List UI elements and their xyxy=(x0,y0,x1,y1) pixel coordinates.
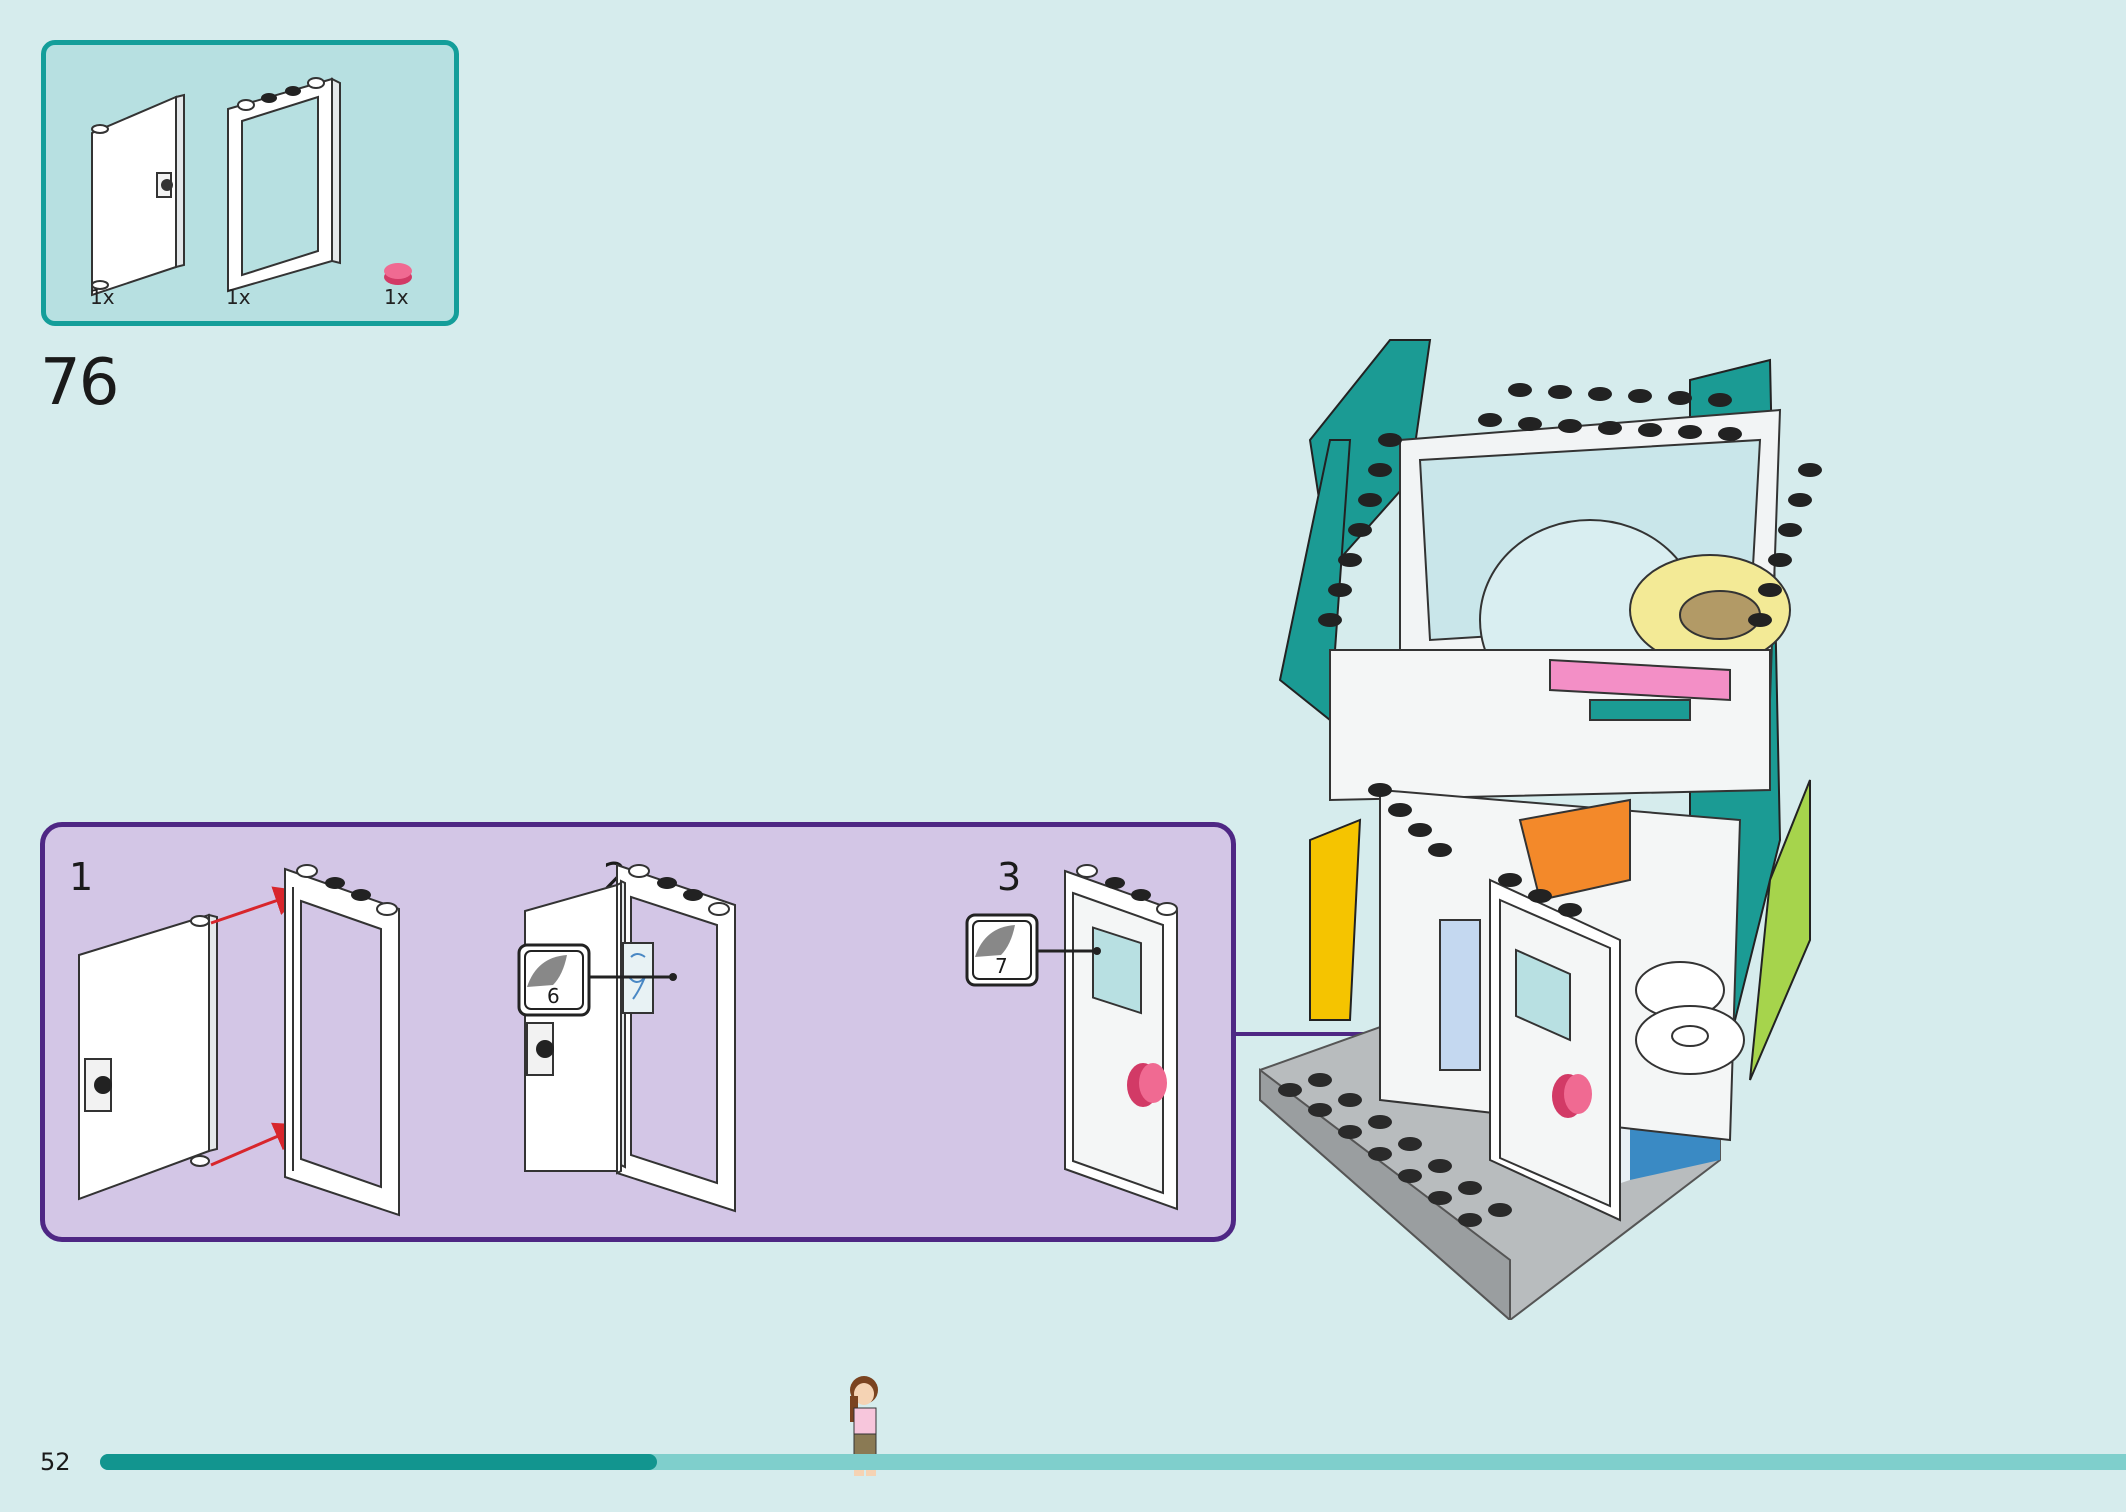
pink-tile-part xyxy=(384,263,412,285)
parts-illustration xyxy=(91,77,412,297)
substep-number-1: 1 xyxy=(69,855,94,899)
page-number: 52 xyxy=(40,1448,71,1476)
substep-number-3: 3 xyxy=(997,855,1022,899)
part-qty-door: 1x xyxy=(90,285,115,309)
progress-fill xyxy=(100,1454,658,1470)
sticker-callout-6: 6 xyxy=(517,943,677,1017)
substep-panel: 1 2 3 xyxy=(40,822,1236,1242)
door-frame-part xyxy=(227,77,341,293)
sticker-callout-7: 7 xyxy=(965,913,1101,987)
main-model-illustration xyxy=(1259,339,1822,1320)
substep-illustration: 6 7 xyxy=(78,863,1178,1217)
step-number: 76 xyxy=(40,346,119,420)
substep-3-illustration: 7 xyxy=(965,864,1178,1211)
door-part xyxy=(91,93,185,297)
sticker-number-7: 7 xyxy=(995,954,1008,978)
part-qty-frame: 1x xyxy=(226,285,251,309)
substep-1-illustration xyxy=(78,864,400,1217)
part-qty-tile: 1x xyxy=(384,285,409,309)
sticker-number-6: 6 xyxy=(547,984,560,1008)
substep-2-illustration: 6 xyxy=(517,863,736,1213)
parts-panel: 1x 1x 1x xyxy=(41,40,459,326)
